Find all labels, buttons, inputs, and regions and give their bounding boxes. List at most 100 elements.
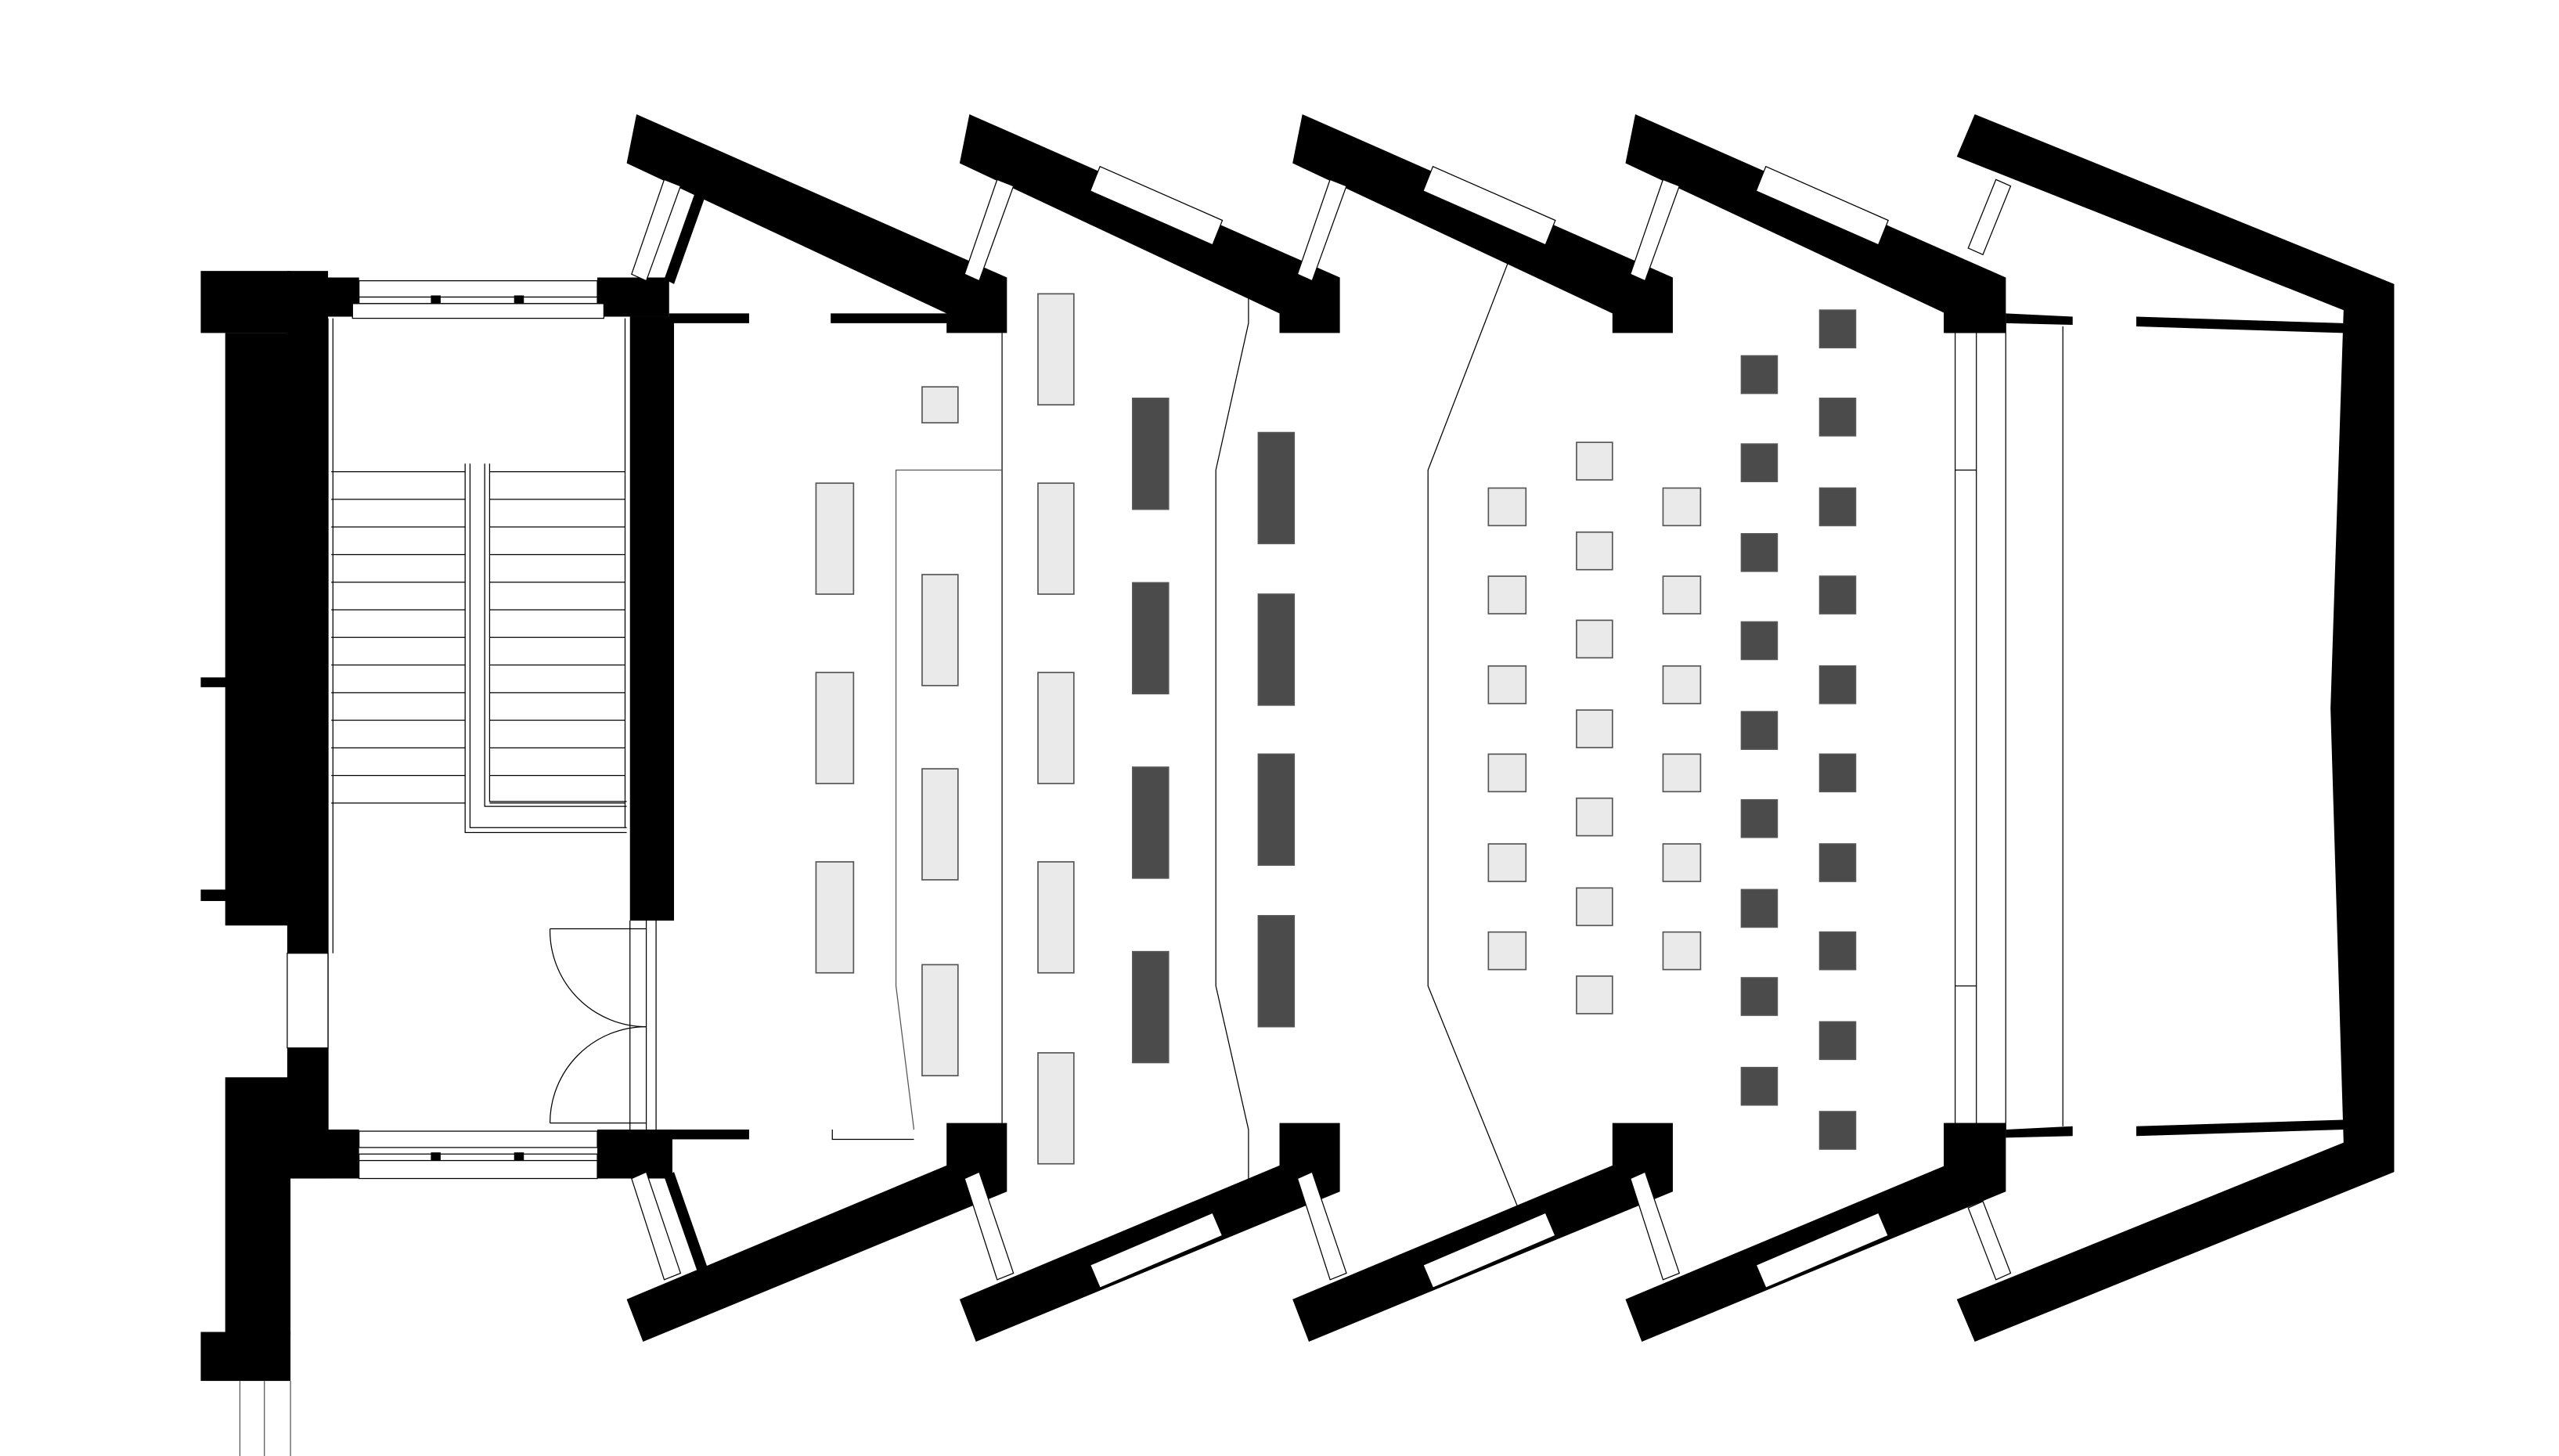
window [1967,178,2012,256]
wall-opening [287,953,329,1049]
table-dark [1257,914,1296,1028]
door-swing-arc [549,1025,647,1123]
wall [287,277,359,317]
window [1089,1212,1224,1289]
wall [287,271,329,953]
wall [1625,1123,2006,1342]
window [631,178,682,282]
seat-dark [1818,753,1857,793]
seat-dark [1818,309,1857,348]
wall [1956,114,2395,1342]
seat-light [1487,665,1527,705]
window [964,1171,1015,1281]
seat-light [1576,887,1613,927]
handrail [484,463,627,807]
seat-light [1487,575,1527,614]
seat-light [1576,975,1613,1015]
wall [597,277,669,317]
wall [664,182,708,284]
window [359,1159,598,1180]
bay-walls [1625,114,2006,1342]
table-dark [1257,753,1296,866]
table-dark [1132,950,1170,1064]
double-door[interactable] [549,921,657,1130]
table-light [921,386,959,423]
wall [1944,277,2006,333]
wall [2136,1119,2344,1137]
table-dark [1132,582,1170,695]
table-dark [1132,397,1170,510]
wall [200,271,291,333]
window [964,178,1015,282]
wall [629,316,675,921]
seat-dark [1740,888,1779,928]
seat-light [1662,487,1702,527]
seat-dark [1740,977,1779,1016]
seat-light [1487,931,1527,971]
seat-dark [1740,533,1779,572]
wall [287,1129,359,1179]
seat-light [1487,843,1527,882]
seat-light [1662,753,1702,793]
wall [200,677,291,687]
seat-light [1576,441,1613,481]
wall [2006,313,2073,325]
table-dark [1257,593,1296,706]
window [1755,1212,1889,1289]
wall [831,313,949,323]
window [1422,165,1556,246]
table-dark [1257,431,1296,545]
table-light [1037,482,1075,595]
table-light [921,574,959,687]
table-light [815,482,855,595]
seat-dark [1740,443,1779,482]
table-light [921,964,959,1076]
wall [669,313,749,323]
table-light [1037,672,1075,784]
table-light [1037,861,1075,974]
handrail [488,463,627,802]
window [1629,178,1681,282]
seat-dark [1818,1111,1857,1150]
wall [664,1172,708,1275]
window [359,296,598,305]
seat-dark [1818,397,1857,437]
wall [225,333,291,926]
table-light [815,861,855,974]
zone-line [895,469,1003,1130]
seat-dark [1818,931,1857,971]
zone-line [1215,261,1249,1189]
zone-line [831,1129,914,1141]
table-light [815,672,855,784]
window [351,303,605,319]
window [631,1171,682,1281]
furniture [815,293,1857,1165]
table-light [921,768,959,881]
table-light [1037,293,1075,405]
wall [200,889,291,902]
stair-treads [331,470,625,804]
table-light [1037,1052,1075,1165]
window-mullion [514,295,524,304]
wall [1944,1123,2006,1192]
seat-light [1487,753,1527,793]
wall [1292,114,1673,333]
window [1422,1212,1556,1289]
seat-dark [1740,355,1779,395]
window [1296,178,1347,282]
door-swing-arc [549,928,647,1028]
bay-walls [1292,114,1673,1342]
window [359,280,598,298]
window [1755,165,1889,246]
window [1967,1200,2012,1281]
seat-light [1662,843,1702,882]
seat-dark [1818,843,1857,882]
seat-light [1662,931,1702,971]
seat-light [1487,487,1527,527]
window-mullion [431,295,441,304]
window [1089,165,1224,246]
seat-dark [1740,798,1779,838]
seat-dark [1740,711,1779,750]
seat-light [1662,575,1702,614]
seat-dark [1740,1066,1779,1106]
